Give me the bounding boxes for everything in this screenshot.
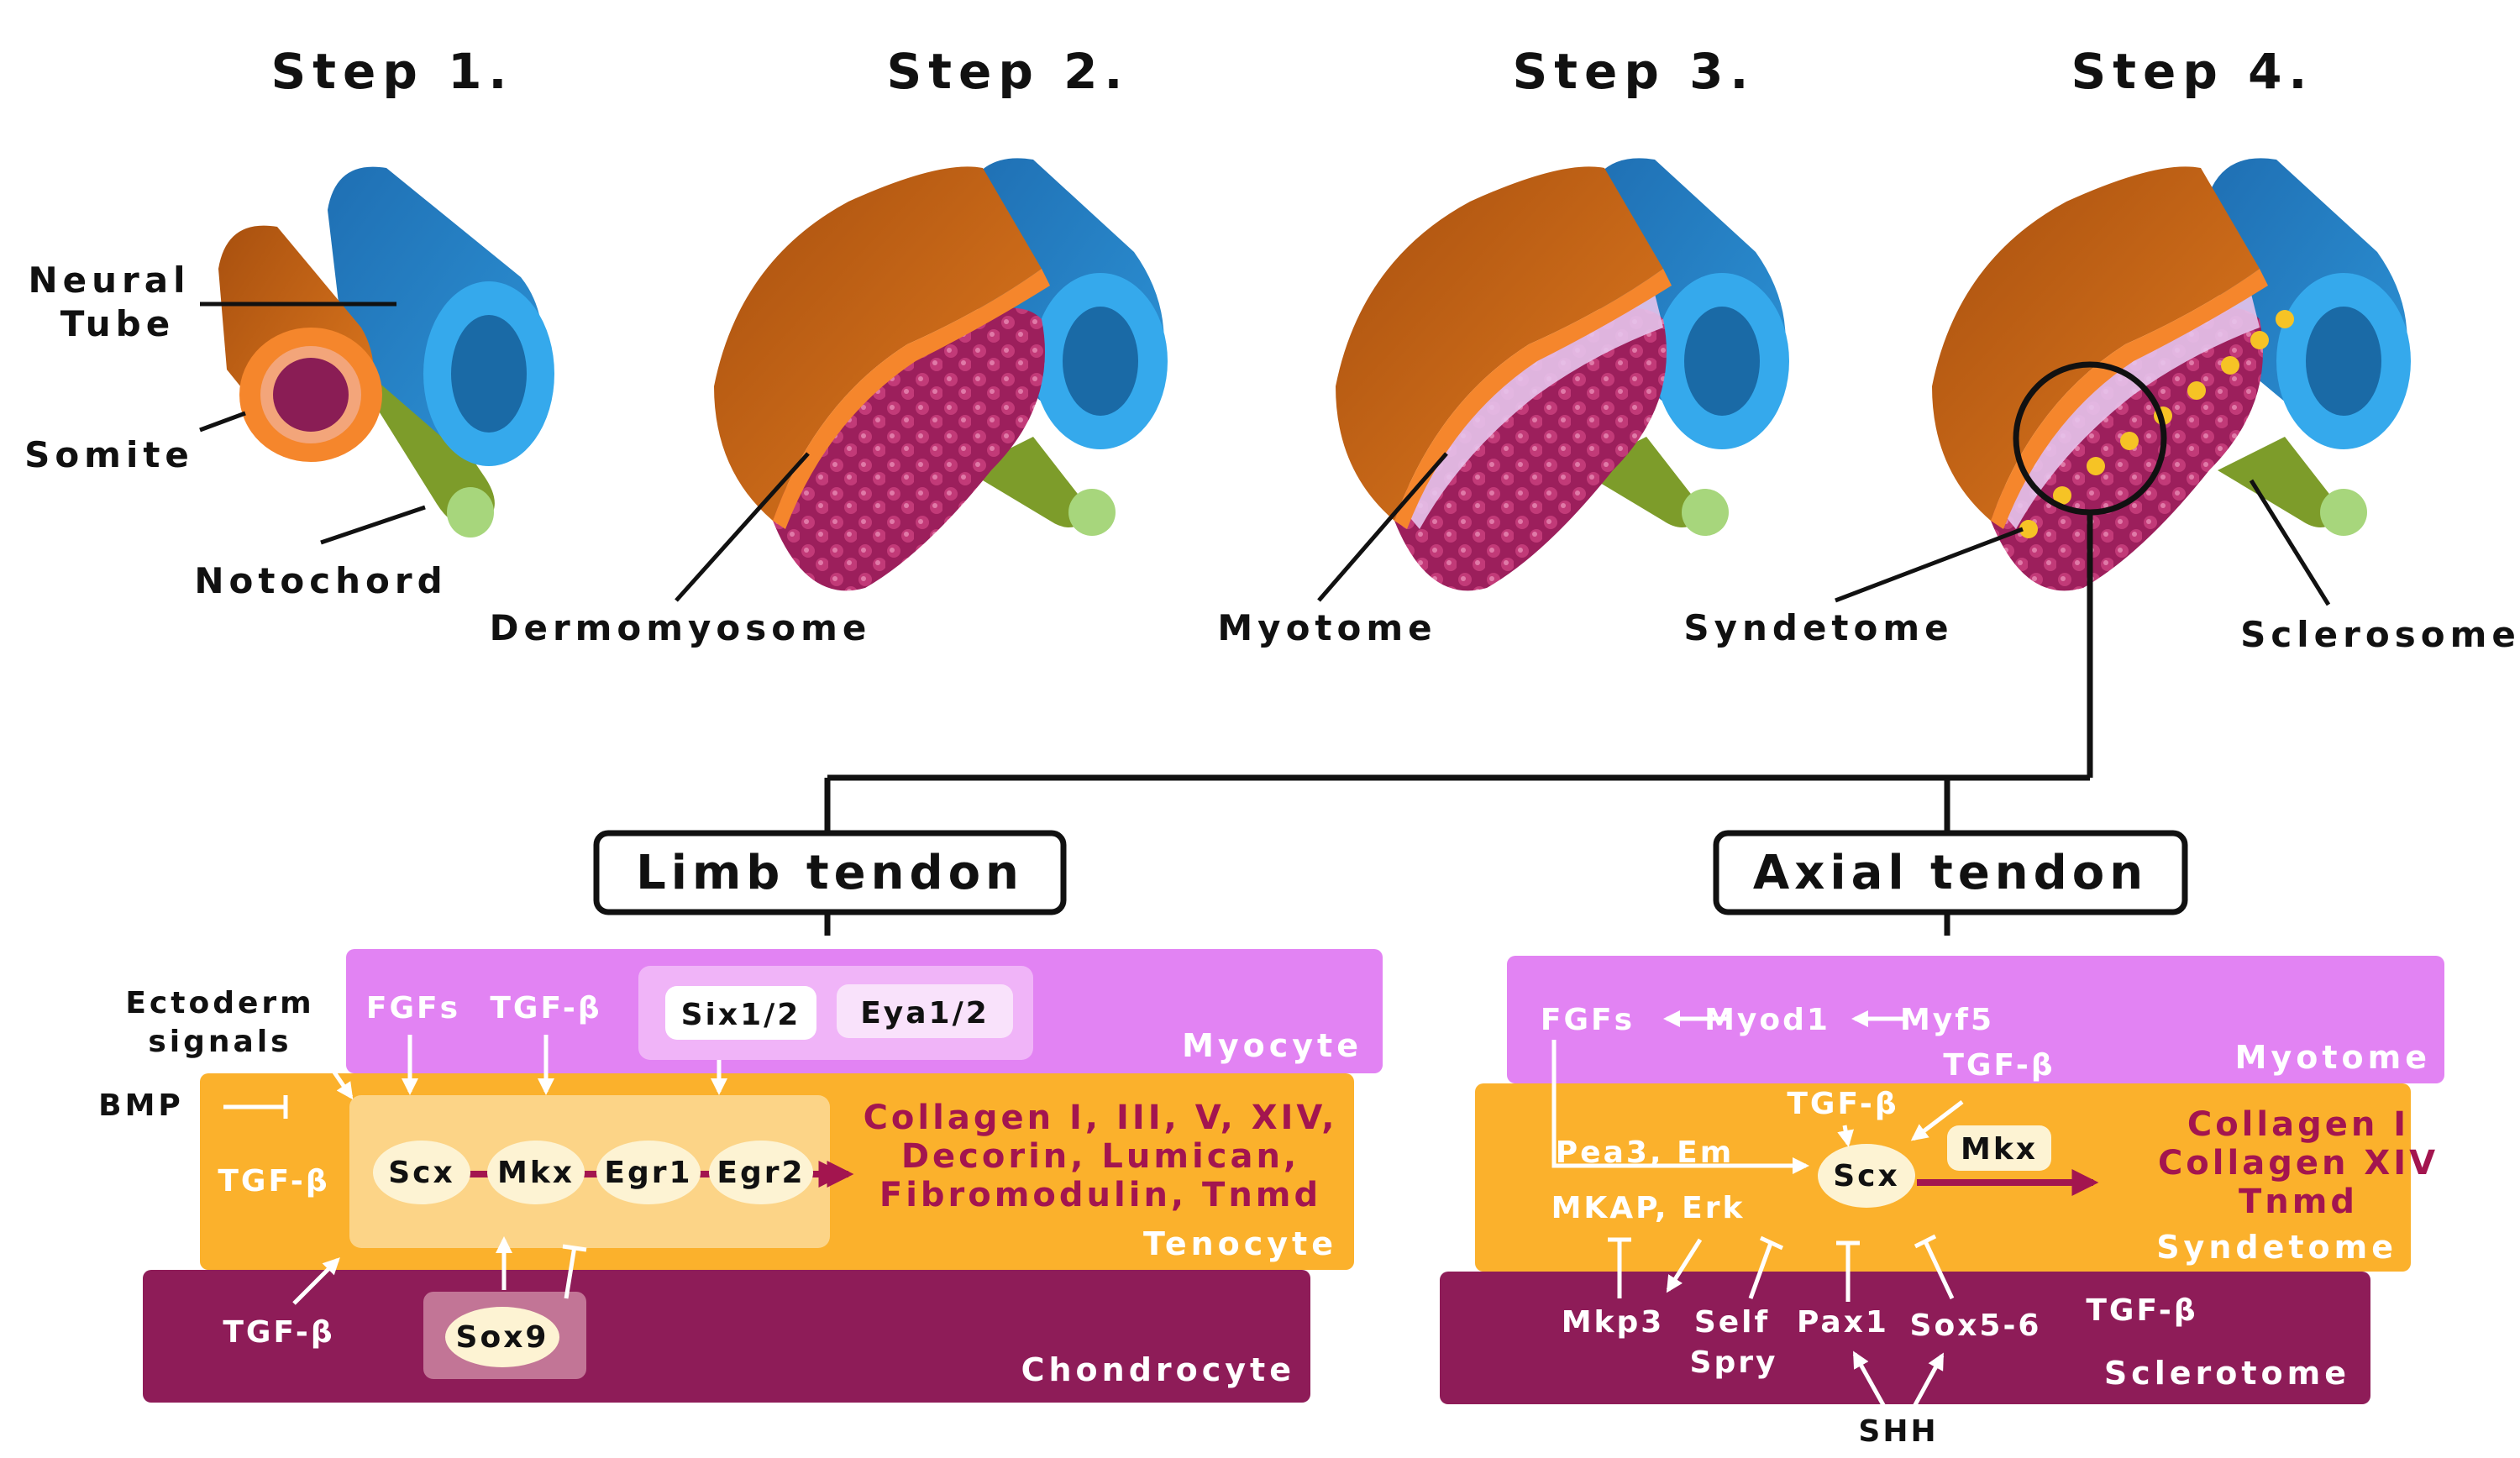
axial-tgfb-syndetome-label: TGF-β: [1787, 1087, 1898, 1121]
anatomy-text: Neural Tube Somite Notochord Dermomyosom…: [24, 260, 2520, 655]
step-4-illustration: [1932, 158, 2411, 591]
egr2-gene-label: Egr2: [717, 1156, 805, 1190]
dermomyosome-label: Dermomyosome: [490, 607, 872, 648]
sclerotome-band: [1440, 1272, 2370, 1404]
axial-output-2: Collagen XIV: [2158, 1144, 2439, 1183]
axial-sclerotome-label: Sclerotome: [2104, 1355, 2350, 1392]
myotome-label: Myotome: [1217, 607, 1436, 648]
sclerosome-label: Sclerosome: [2240, 614, 2520, 655]
axial-tgfb-sclerotome-label: TGF-β: [2086, 1293, 2197, 1328]
axial-output-1: Collagen I: [2187, 1105, 2409, 1144]
axial-fgfs-label: FGFs: [1541, 1003, 1635, 1037]
egr1-gene-label: Egr1: [604, 1156, 692, 1190]
axial-syndetome-label: Syndetome: [2156, 1229, 2397, 1266]
limb-output-1: Collagen I, III, V, XIV,: [864, 1099, 1338, 1137]
sox9-gene: [445, 1307, 559, 1367]
eya12-label: Eya1/2: [860, 996, 990, 1031]
mkx-gene-label: Mkx: [497, 1156, 575, 1190]
limb-output-3: Fibromodulin, Tnmd: [879, 1176, 1321, 1214]
limb-arrows: [223, 1035, 727, 1305]
syndetome-label: Syndetome: [1683, 607, 1953, 648]
step-3-illustration: [1336, 158, 1789, 591]
myf5-label: Myf5: [1900, 1003, 1994, 1037]
step-3-title: Step 3.: [1513, 43, 1756, 100]
limb-tendon-title-box: Limb tendon: [593, 830, 1067, 915]
axial-mkx-label: Mkx: [1961, 1132, 2038, 1167]
limb-tgfb-left-label: TGF-β: [218, 1164, 329, 1198]
self-label: Self: [1694, 1305, 1770, 1340]
step-1-title: Step 1.: [271, 43, 514, 100]
ectoderm-signals-label-1: Ectoderm: [125, 986, 314, 1020]
egr1-gene: [596, 1141, 701, 1204]
limb-tendon-title: Limb tendon: [636, 846, 1024, 900]
shh-label: SHH: [1858, 1414, 1938, 1449]
syndetome-band: [1475, 1083, 2411, 1272]
limb-tgfb-bottom-label: TGF-β: [223, 1315, 334, 1350]
bmp-label: BMP: [98, 1088, 184, 1123]
myocyte-label: Myocyte: [1182, 1027, 1362, 1064]
sox9-label: Sox9: [456, 1320, 549, 1355]
step-2-title: Step 2.: [887, 43, 1130, 100]
axial-mkx-box: [1947, 1125, 2051, 1171]
sox56-label: Sox5-6: [1910, 1309, 2042, 1343]
mkap-label: MKAP, Erk: [1551, 1191, 1746, 1225]
axial-myotome-label: Myotome: [2235, 1039, 2431, 1076]
anatomy-labels: [199, 302, 2331, 606]
notochord-label: Notochord: [194, 560, 447, 601]
axial-tgfb-myotome-label: TGF-β: [1943, 1048, 2055, 1083]
mkp3-label: Mkp3: [1562, 1305, 1665, 1340]
axial-tendon-title: Axial tendon: [1753, 846, 2148, 900]
tenocyte-label: Tenocyte: [1143, 1225, 1337, 1262]
neural-tube-label-1: Neural: [29, 260, 191, 301]
somite-label: Somite: [24, 434, 194, 475]
ectoderm-signals-label-2: signals: [148, 1025, 291, 1059]
axial-output-3: Tnmd: [2239, 1183, 2358, 1221]
chondrocyte-label: Chondrocyte: [1021, 1351, 1295, 1388]
limb-tendon-panel: Myocyte Tenocyte Chondrocyte Six1/2 Eya1…: [98, 949, 1383, 1403]
six12-label: Six1/2: [681, 998, 801, 1032]
spry-label: Spry: [1690, 1345, 1778, 1380]
mkx-gene: [487, 1141, 585, 1204]
tree-connector: [824, 512, 2093, 936]
axial-tendon-panel: Myotome Syndetome Sclerotome FGFs Myod1 …: [1440, 956, 2444, 1449]
axial-tendon-title-box: Axial tendon: [1713, 830, 2188, 915]
pax1-label: Pax1: [1797, 1305, 1889, 1340]
myotome-band: [1507, 956, 2444, 1083]
axial-scx-gene: [1818, 1144, 1915, 1208]
syndetome-dots: [2019, 310, 2294, 538]
neural-tube-label-2: Tube: [60, 303, 176, 344]
axial-scx-label: Scx: [1833, 1159, 1900, 1193]
axial-arrows: [1551, 1010, 1964, 1413]
step-2-illustration: [714, 158, 1168, 591]
step-titles: Step 1. Step 2. Step 3. Step 4.: [271, 43, 2314, 100]
limb-tgfb-top-label: TGF-β: [490, 991, 601, 1025]
limb-fgfs-label: FGFs: [366, 991, 460, 1025]
step-4-title: Step 4.: [2071, 43, 2314, 100]
scx-gene-label: Scx: [388, 1156, 455, 1190]
scx-gene: [373, 1141, 470, 1204]
step-1-illustration: [218, 166, 554, 538]
limb-output-2: Decorin, Lumican,: [901, 1137, 1299, 1176]
egr2-gene: [709, 1141, 813, 1204]
